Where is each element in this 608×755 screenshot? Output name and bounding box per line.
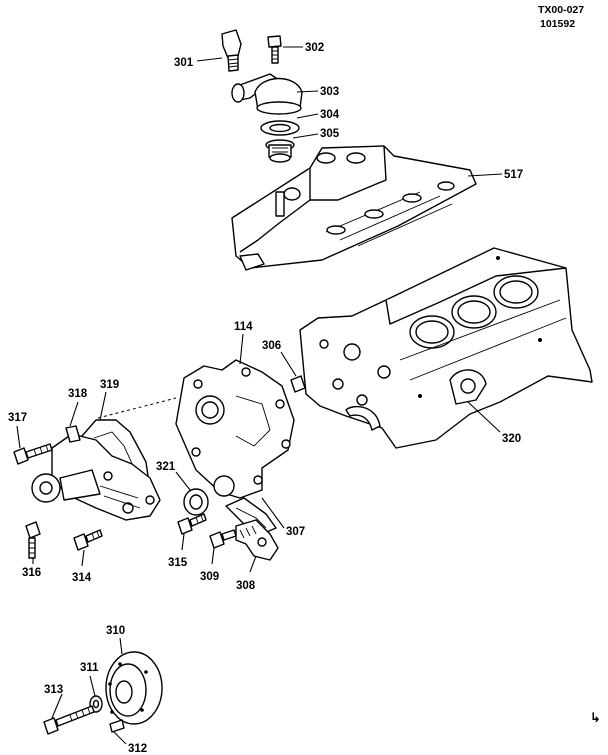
leader-319 [99, 391, 107, 421]
water-pump-318 [31, 425, 161, 521]
callout-315[interactable]: 315 [168, 557, 188, 569]
leader-310 [119, 637, 123, 655]
callout-306[interactable]: 306 [262, 340, 281, 352]
corner-mark-icon: ↳ [590, 711, 601, 726]
intake-manifold-517 [231, 145, 477, 271]
leader-321 [175, 471, 191, 491]
callout-302[interactable]: 302 [305, 42, 324, 54]
leader-317 [16, 425, 21, 449]
balancer-310 [105, 651, 163, 725]
drawing-ref-number: 101592 [540, 18, 575, 30]
thermostat-305 [265, 139, 295, 163]
leader-308 [249, 555, 257, 573]
engine-block-114 [299, 247, 593, 449]
drawing-ref-code: TX00-027 [538, 4, 584, 16]
leader-114 [467, 401, 501, 433]
leader-303 [296, 90, 319, 93]
leader-301 [196, 57, 223, 62]
callout-305[interactable]: 305 [320, 128, 340, 140]
callout-307[interactable]: 307 [286, 526, 305, 538]
leader-320 [239, 333, 244, 365]
dowel-pin-306 [290, 375, 306, 393]
callout-311[interactable]: 311 [80, 662, 99, 674]
callout-517[interactable]: 517 [504, 169, 523, 181]
leader-311 [89, 675, 96, 697]
callout-313[interactable]: 313 [44, 684, 63, 696]
bolt-317 [13, 443, 53, 465]
callout-314[interactable]: 314 [72, 572, 92, 584]
callout-320[interactable]: 114 [234, 321, 253, 333]
alignment-line [97, 397, 177, 419]
leader-306 [280, 351, 297, 377]
callout-321[interactable]: 321 [156, 461, 176, 473]
callout-309[interactable]: 309 [200, 571, 219, 583]
callout-318[interactable]: 318 [68, 388, 88, 400]
leader-305 [292, 133, 319, 139]
bolt-302 [267, 35, 282, 64]
bolt-315 [177, 513, 207, 535]
leader-307 [261, 497, 285, 529]
callout-317[interactable]: 317 [8, 412, 27, 424]
leader-312 [113, 731, 127, 745]
leader-304 [296, 113, 319, 119]
callout-304[interactable]: 304 [320, 109, 340, 121]
front-cover-320 [175, 359, 295, 499]
key-312 [109, 719, 125, 733]
oil-seal-321 [183, 488, 209, 516]
callout-319[interactable]: 319 [100, 379, 119, 391]
bolt-314 [73, 529, 103, 551]
leader-517 [467, 173, 503, 177]
leader-313 [51, 693, 63, 719]
callout-308[interactable]: 308 [236, 580, 256, 592]
bolt-stud-301 [221, 29, 242, 72]
bolt-313 [43, 705, 95, 735]
bracket-308 [235, 519, 279, 561]
leader-315 [181, 533, 185, 551]
bolt-309 [209, 529, 237, 549]
callout-310[interactable]: 310 [106, 625, 125, 637]
leader-318 [69, 401, 79, 427]
water-outlet-303 [231, 73, 303, 115]
leader-309 [211, 547, 215, 565]
gasket-304 [260, 120, 300, 136]
bolt-316 [25, 521, 41, 559]
callout-303[interactable]: 303 [320, 86, 339, 98]
leader-314 [81, 549, 85, 567]
callout-316[interactable]: 316 [22, 567, 41, 579]
callout-301[interactable]: 301 [174, 57, 194, 69]
callout-114[interactable]: 320 [502, 433, 521, 445]
callout-312[interactable]: 312 [128, 743, 147, 755]
